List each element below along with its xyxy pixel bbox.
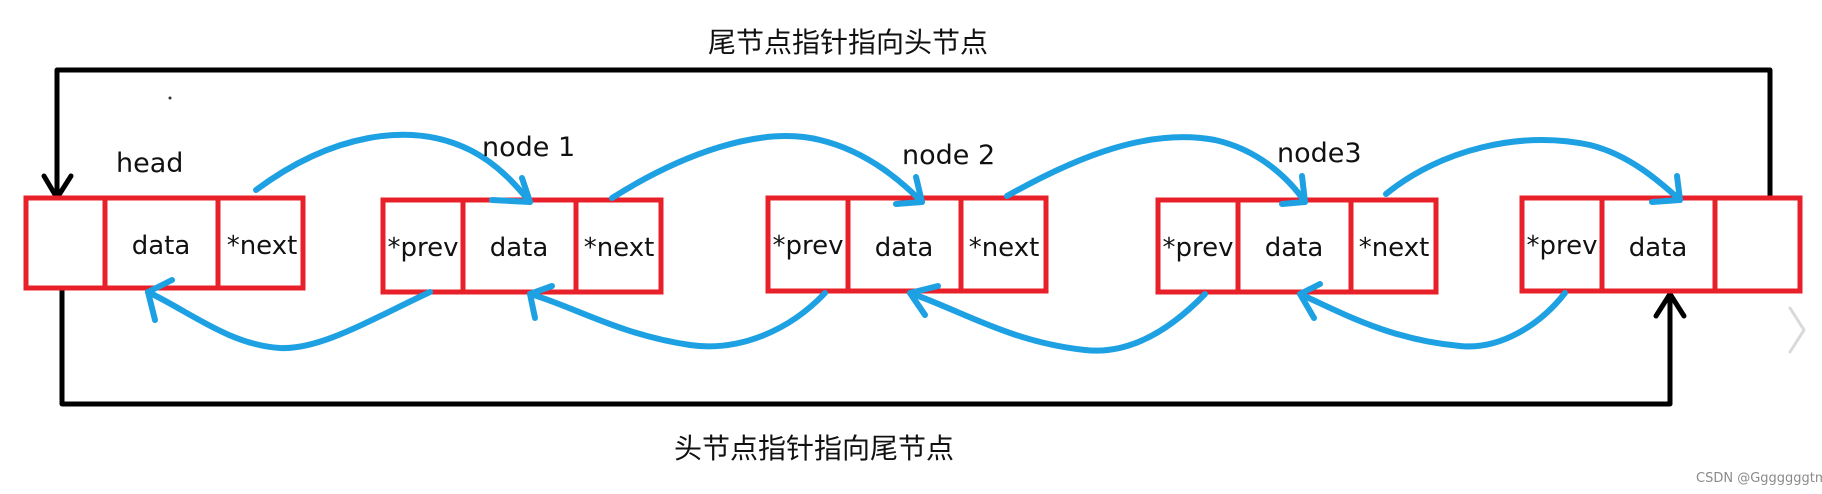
node-3-cell-2 — [1348, 197, 1439, 295]
next-arrow-head-to-node1 — [253, 131, 533, 205]
node1-prev-text: *prev — [387, 233, 458, 263]
node-2 — [765, 195, 1049, 294]
next-arrow-node1-to-node2 — [609, 133, 925, 205]
tail-data-text: data — [1629, 233, 1688, 263]
prev-arrow-node3-to-node2 — [907, 290, 1208, 354]
prev-arrow-node3-to-node2-tip — [907, 283, 941, 318]
node-head-cell-2 — [215, 195, 306, 291]
node-head-cell-0 — [23, 195, 108, 291]
label-node3: node3 — [1277, 138, 1362, 169]
next-arrow-node2-to-node3 — [1004, 134, 1308, 205]
tail-arrowhead — [1653, 291, 1687, 319]
prev-arrow-node2-to-node1 — [527, 290, 828, 350]
label-node1: node 1 — [482, 132, 575, 163]
prev-arrow-tail-to-node3-tip — [1297, 281, 1323, 321]
node2-next-text: *next — [969, 233, 1040, 263]
next-arrow-node3-to-tail — [1383, 137, 1683, 203]
node2-prev-text: *prev — [772, 231, 843, 261]
node-tail — [1519, 195, 1803, 294]
prev-arrow-node2-to-node1-tip — [527, 283, 555, 321]
caption-top: 尾节点指针指向头节点 — [708, 26, 988, 59]
node-name-labels: head node 1 node 2 node3 — [116, 132, 1362, 179]
node3-next-text: *next — [1359, 233, 1430, 263]
node-tail-cell-2 — [1712, 195, 1803, 294]
next-arrow-head-to-node1-tip — [489, 175, 533, 205]
label-head: head — [116, 148, 183, 179]
stray-dot — [168, 96, 172, 100]
tail-prev-text: *prev — [1526, 231, 1597, 261]
label-node2: node 2 — [902, 140, 995, 171]
chevron-right-icon[interactable] — [1788, 306, 1806, 354]
next-arrow-node3-to-tail-tip — [1649, 173, 1683, 205]
node1-next-text: *next — [584, 233, 655, 263]
circular-links — [41, 67, 1773, 407]
head-next-text: *next — [227, 231, 298, 261]
node1-data-text: data — [490, 233, 549, 263]
node2-data-text: data — [875, 233, 934, 263]
node3-prev-text: *prev — [1162, 233, 1233, 263]
tail-to-head-link — [54, 67, 1773, 201]
node-1-cell-2 — [573, 197, 664, 295]
pointer-arrows — [145, 131, 1683, 354]
caption-bottom: 头节点指针指向尾节点 — [674, 432, 954, 465]
node-2-cell-2 — [958, 195, 1049, 294]
watermark: CSDN @Gggggggtm — [1696, 471, 1822, 486]
head-data-text: data — [132, 231, 191, 261]
prev-arrow-node1-to-head — [145, 289, 433, 352]
prev-arrow-tail-to-node3 — [1297, 290, 1568, 350]
next-arrow-node2-to-node3-tip — [1279, 173, 1308, 207]
cell-labels: data *next *prev data *next *prev data *… — [132, 231, 1688, 263]
node3-data-text: data — [1265, 233, 1324, 263]
head-to-tail-link — [59, 287, 1673, 407]
prev-arrow-node1-to-head-tip — [145, 277, 175, 323]
next-arrow-node1-to-node2-tip — [893, 174, 925, 207]
